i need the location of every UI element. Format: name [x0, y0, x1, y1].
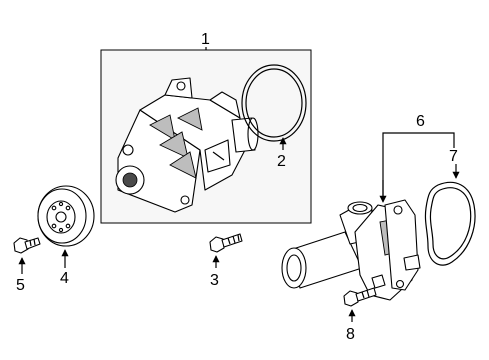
callout-3: 3	[210, 272, 219, 289]
bolt-icon	[343, 287, 377, 307]
callout-7: 7	[449, 148, 458, 165]
housing-seal-icon	[424, 181, 476, 266]
water-pump-icon	[115, 77, 259, 213]
callout-6: 6	[416, 113, 425, 130]
gasket-ring-icon	[241, 64, 307, 142]
callout-2: 2	[277, 153, 286, 170]
callout-8: 8	[346, 326, 355, 343]
thermostat-housing-icon	[281, 199, 421, 301]
callout-1: 1	[201, 31, 210, 48]
bolt-icon	[209, 233, 243, 253]
callout-4: 4	[60, 270, 69, 287]
bolt-icon	[13, 237, 41, 254]
leader-6	[382, 132, 455, 200]
pulley-icon	[37, 185, 95, 247]
callout-5: 5	[16, 277, 25, 294]
